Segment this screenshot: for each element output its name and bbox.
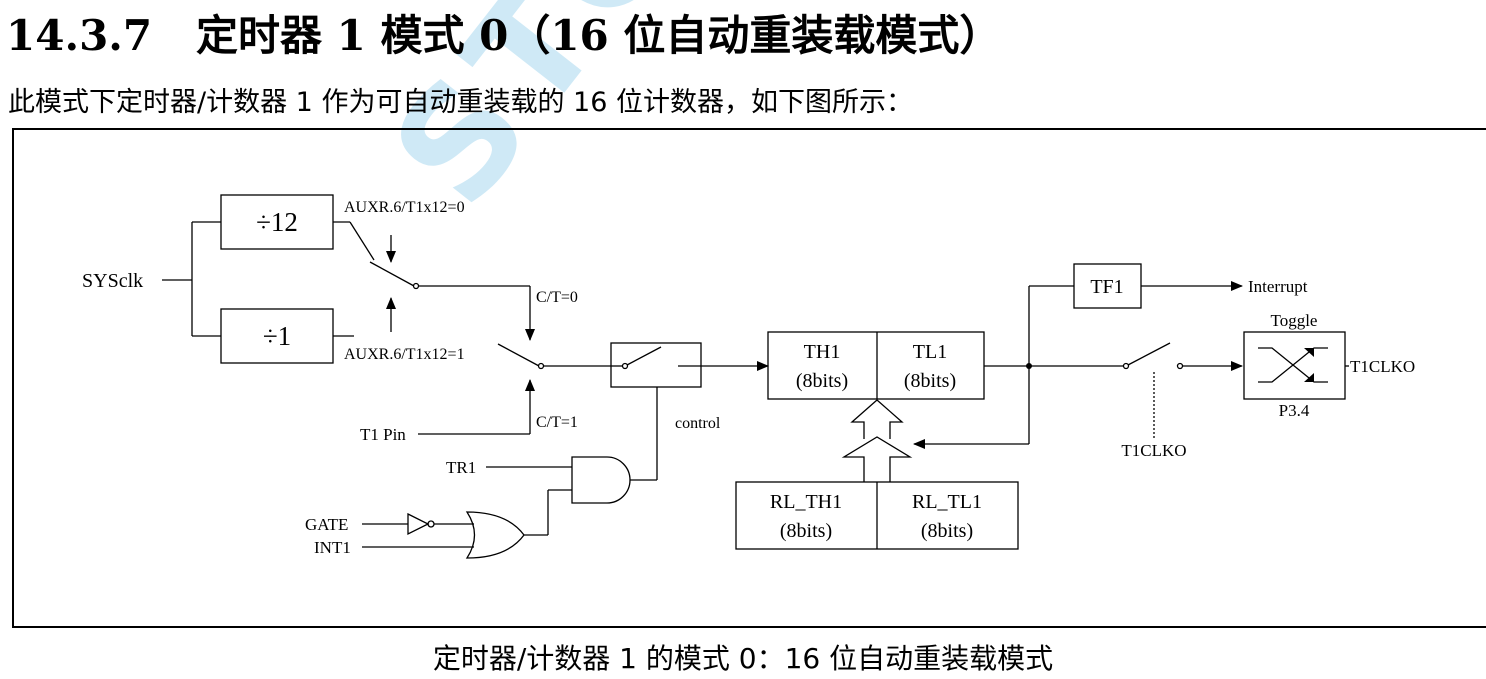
tf1-label: TF1	[1090, 276, 1123, 298]
div1-label: ÷1	[263, 321, 291, 351]
prescaler-switch-blade	[369, 261, 415, 287]
clko-switch-contact	[1176, 362, 1184, 370]
auxr1-label: AUXR.6/T1x12=1	[344, 346, 465, 363]
auxr0-label: AUXR.6/T1x12=0	[344, 199, 465, 216]
toggle-arrowhead-up	[1304, 348, 1314, 357]
th1-label: TH1	[804, 341, 841, 363]
clko-switch-blade	[1127, 342, 1171, 366]
tr1-label: TR1	[446, 458, 476, 477]
wire-div12-diag	[349, 221, 375, 261]
interrupt-label: Interrupt	[1248, 277, 1308, 296]
clko-switch-pivot	[1122, 362, 1130, 370]
control-label: control	[675, 415, 721, 432]
junction-dot	[1026, 363, 1032, 369]
intro-paragraph: 此模式下定时器/计数器 1 作为可自动重装载的 16 位计数器，如下图所示：	[8, 87, 913, 118]
control-switch-pivot	[621, 362, 629, 370]
figure-caption: 定时器/计数器 1 的模式 0：16 位自动重装载模式	[432, 642, 1054, 675]
toggle-arrowhead-down	[1304, 373, 1314, 382]
t1clko-output-label: T1CLKO	[1350, 357, 1415, 376]
gate-inverter	[407, 512, 430, 536]
th1-bits-label: (8bits)	[796, 370, 848, 392]
prescaler-switch-pivot	[412, 282, 420, 290]
section-number: 14.3.7	[6, 11, 153, 60]
control-switch-box	[610, 342, 702, 388]
ct-switch-pivot	[537, 362, 545, 370]
int1-label: INT1	[314, 538, 351, 557]
tl1-bits-label: (8bits)	[904, 370, 956, 392]
div12-label: ÷12	[256, 207, 298, 237]
t1clko-control-label: T1CLKO	[1121, 441, 1186, 460]
reload-arrow-upper	[850, 399, 904, 439]
tl1-label: TL1	[913, 341, 947, 363]
or-gate	[465, 511, 525, 559]
gate-label: GATE	[305, 515, 348, 534]
toggle-wave-up	[1258, 347, 1328, 383]
rl-tl1-bits-label: (8bits)	[921, 520, 973, 542]
ct1-label: C/T=1	[536, 414, 578, 431]
section-heading: 14.3.7 定时器 1 模式 0（16 位自动重装载模式）	[6, 2, 1001, 63]
rl-th1-bits-label: (8bits)	[780, 520, 832, 542]
control-switch-blade	[626, 346, 662, 366]
p34-label: P3.4	[1279, 401, 1310, 420]
rl-th1-label: RL_TH1	[770, 491, 842, 513]
and-gate	[571, 456, 631, 504]
section-title: 定时器 1 模式 0（16 位自动重装载模式）	[196, 11, 1002, 60]
toggle-label: Toggle	[1271, 311, 1318, 330]
sysclk-label: SYSclk	[82, 270, 143, 292]
timer1-mode0-diagram: SYSclk ÷12 ÷1 AUXR.6/T1x12=0 AUXR.6/T1x1…	[12, 128, 1486, 628]
rl-tl1-label: RL_TL1	[912, 491, 982, 513]
ct-switch-blade	[497, 343, 540, 367]
reload-arrow-lower	[841, 436, 913, 482]
ct0-label: C/T=0	[536, 289, 578, 306]
t1pin-label: T1 Pin	[360, 425, 406, 444]
